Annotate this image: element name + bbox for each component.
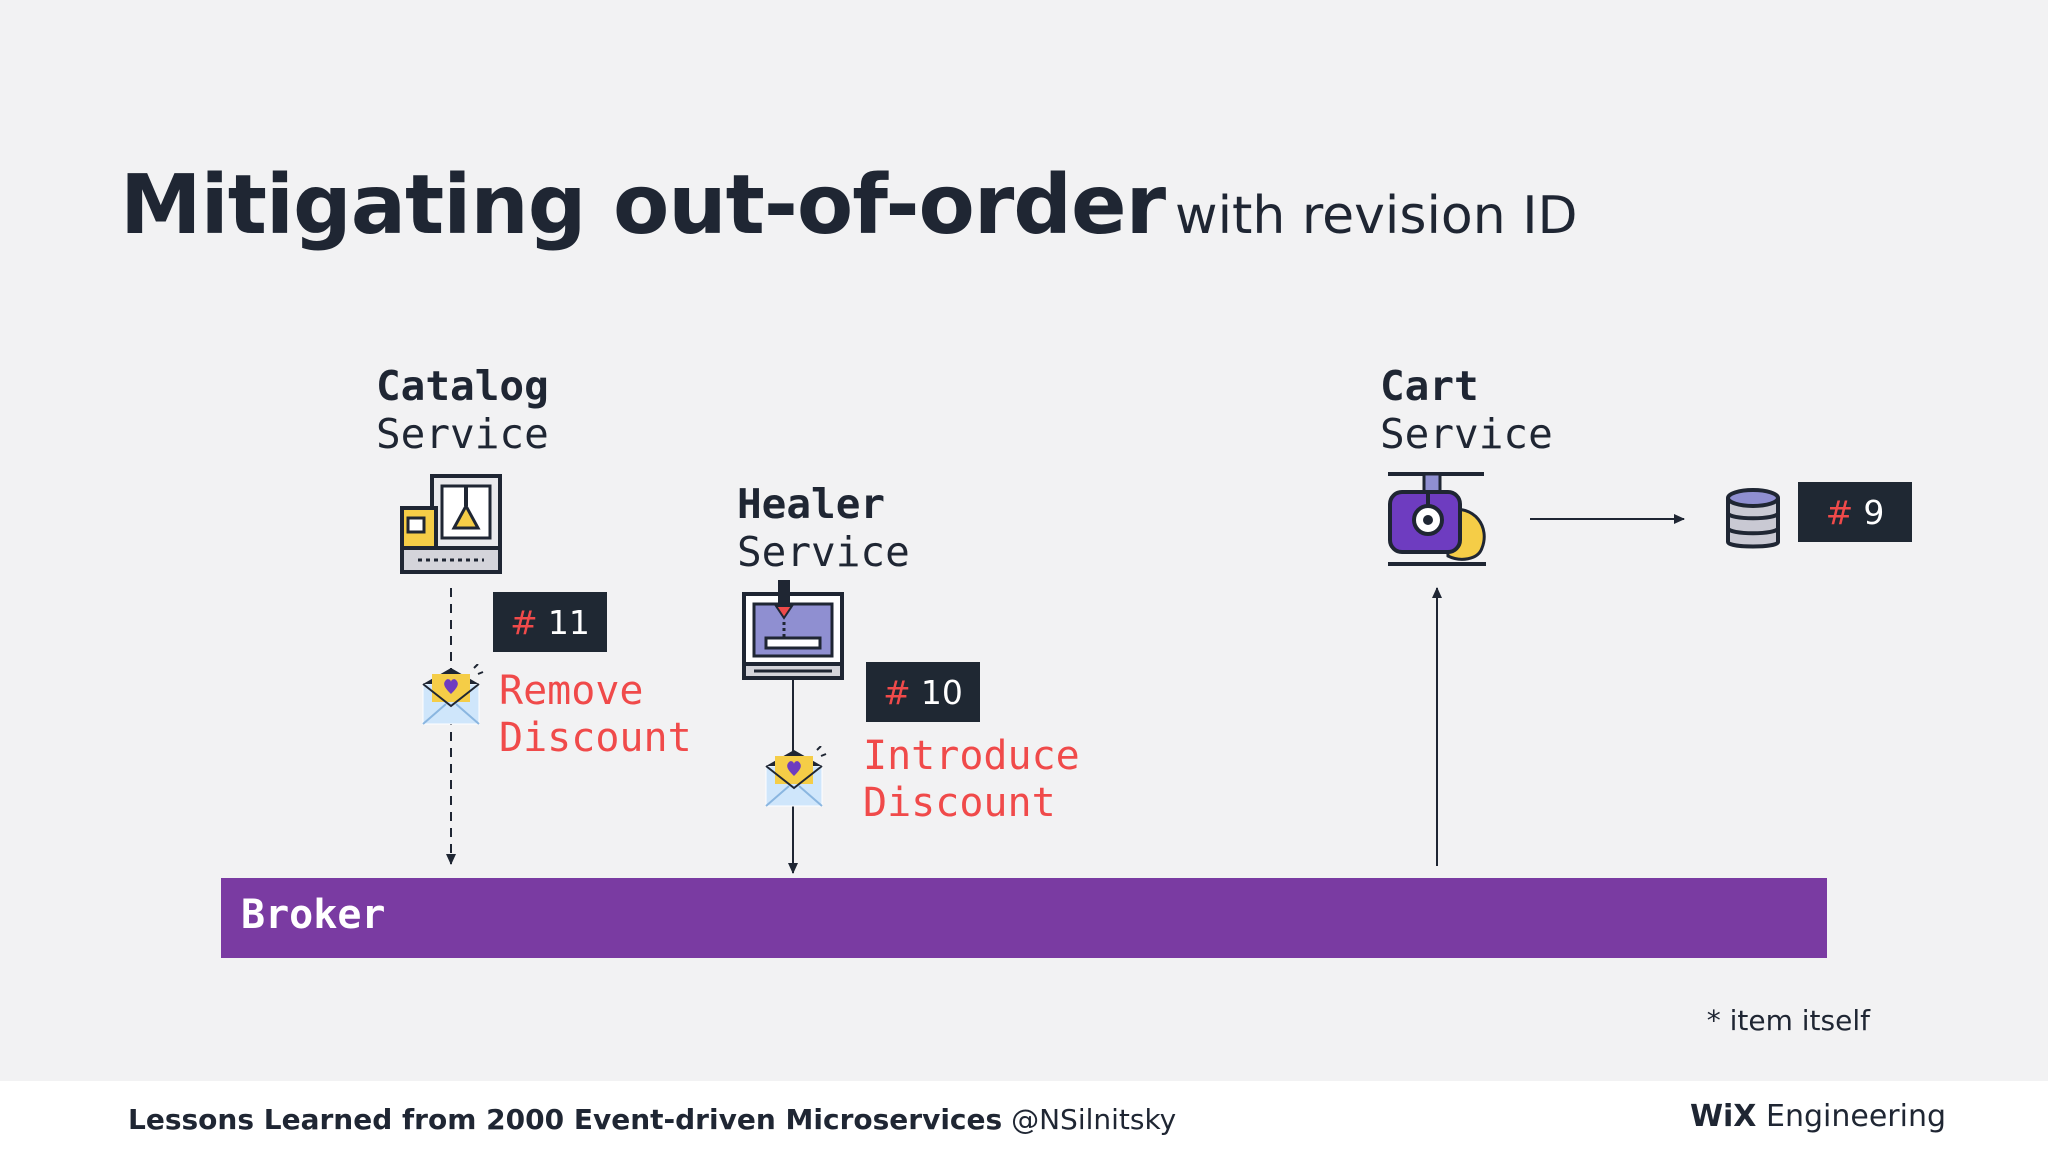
hash-symbol: # bbox=[1825, 492, 1854, 532]
wix-logo: WiX bbox=[1689, 1099, 1757, 1134]
healer-service-suffix: Service bbox=[737, 528, 910, 576]
catalog-service-name: Catalog bbox=[376, 362, 549, 410]
talk-title: Lessons Learned from 2000 Event-driven M… bbox=[128, 1103, 1176, 1136]
database-icon bbox=[1726, 488, 1780, 549]
remove-discount-label: Remove Discount bbox=[499, 668, 692, 762]
printer-icon bbox=[742, 580, 844, 680]
introduce-discount-line2: Discount bbox=[863, 780, 1056, 826]
speaker-handle: @NSilnitsky bbox=[1011, 1103, 1177, 1136]
talk-title-text: Lessons Learned from 2000 Event-driven M… bbox=[128, 1103, 1003, 1136]
envelope-icon bbox=[422, 664, 484, 725]
healer-service-label: Healer Service bbox=[737, 480, 910, 576]
broker-bar: Broker bbox=[221, 878, 1827, 958]
robot-icon bbox=[1388, 472, 1486, 566]
footnote: * item itself bbox=[1706, 1004, 1870, 1037]
machine-icon bbox=[400, 474, 502, 574]
remove-discount-line1: Remove bbox=[499, 668, 644, 714]
catalog-revision-badge: #11 bbox=[493, 592, 607, 652]
wix-engineering-logo: WiX Engineering bbox=[1690, 1099, 1946, 1134]
cart-service-label: Cart Service bbox=[1380, 362, 1553, 458]
revision-number: 9 bbox=[1863, 492, 1885, 532]
revision-number: 10 bbox=[920, 672, 963, 712]
db-revision-badge: #9 bbox=[1798, 482, 1912, 542]
envelope-icon bbox=[765, 746, 827, 807]
healer-service-name: Healer bbox=[737, 480, 886, 528]
title-main: Mitigating out-of-order bbox=[120, 158, 1166, 253]
remove-discount-line2: Discount bbox=[499, 715, 692, 761]
cart-service-name: Cart bbox=[1380, 362, 1479, 410]
introduce-discount-line1: Introduce bbox=[863, 733, 1080, 779]
engineering-label: Engineering bbox=[1766, 1099, 1946, 1134]
hash-symbol: # bbox=[510, 602, 538, 642]
hash-symbol: # bbox=[883, 672, 911, 712]
title-subtitle: with revision ID bbox=[1175, 186, 1578, 246]
healer-revision-badge: #10 bbox=[866, 662, 980, 722]
introduce-discount-label: Introduce Discount bbox=[863, 733, 1080, 827]
footer-bar: Lessons Learned from 2000 Event-driven M… bbox=[0, 1081, 2048, 1152]
catalog-service-label: Catalog Service bbox=[376, 362, 549, 458]
revision-number: 11 bbox=[547, 602, 590, 642]
broker-label: Broker bbox=[241, 892, 386, 938]
catalog-service-suffix: Service bbox=[376, 410, 549, 458]
cart-service-suffix: Service bbox=[1380, 410, 1553, 458]
